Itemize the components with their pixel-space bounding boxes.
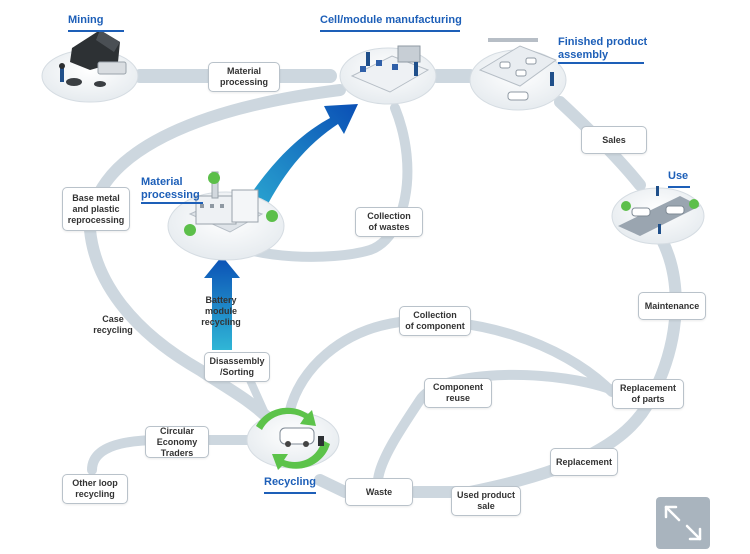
platform-use [611, 186, 705, 245]
title-recycling: Recycling [264, 476, 316, 488]
platform-mining [41, 30, 139, 103]
title-recycling-underline [264, 492, 316, 494]
label-collection-of-wastes: Collection of wastes [355, 207, 423, 237]
platform-cell-module [339, 45, 437, 105]
label-base-metal-reprocessing: Base metal and plastic reprocessing [62, 187, 130, 231]
platform-material-processing [167, 171, 285, 261]
title-use: Use [668, 170, 689, 182]
platform-finished-assembly [469, 38, 567, 111]
label-component-reuse: Component reuse [424, 378, 492, 408]
title-finished-product-assembly: Finished product assembly [558, 36, 648, 61]
title-material-processing: Material processing [141, 176, 200, 201]
return-arrow-material [204, 256, 240, 350]
title-cell-module-underline [320, 30, 460, 32]
platform-recycling [246, 407, 340, 470]
label-case-recycling: Case recycling [93, 314, 133, 335]
title-finished-assembly-underline [558, 62, 644, 64]
title-mining: Mining [68, 14, 104, 26]
label-waste: Waste [345, 478, 413, 506]
title-use-underline [668, 186, 690, 188]
label-sales: Sales [581, 126, 647, 154]
label-replacement: Replacement [550, 448, 618, 476]
expand-button[interactable] [656, 497, 710, 549]
label-replacement-of-parts: Replacement of parts [612, 379, 684, 409]
label-used-product-sale: Used product sale [451, 486, 521, 516]
label-circular-economy-traders: Circular Economy Traders [145, 426, 209, 458]
title-mining-underline [68, 30, 124, 32]
label-material-processing: Material processing [208, 62, 280, 92]
label-collection-of-component: Collection of component [399, 306, 471, 336]
return-arrow-cell [232, 104, 358, 228]
label-other-loop-recycling: Other loop recycling [62, 474, 128, 504]
label-maintenance: Maintenance [638, 292, 706, 320]
label-battery-module-recycling: Battery module recycling [201, 295, 241, 327]
title-cell-module-manufacturing: Cell/module manufacturing [320, 14, 462, 26]
label-disassembly-sorting: Disassembly /Sorting [204, 352, 270, 382]
expand-icon [664, 505, 702, 541]
title-material-processing-underline [141, 202, 203, 204]
